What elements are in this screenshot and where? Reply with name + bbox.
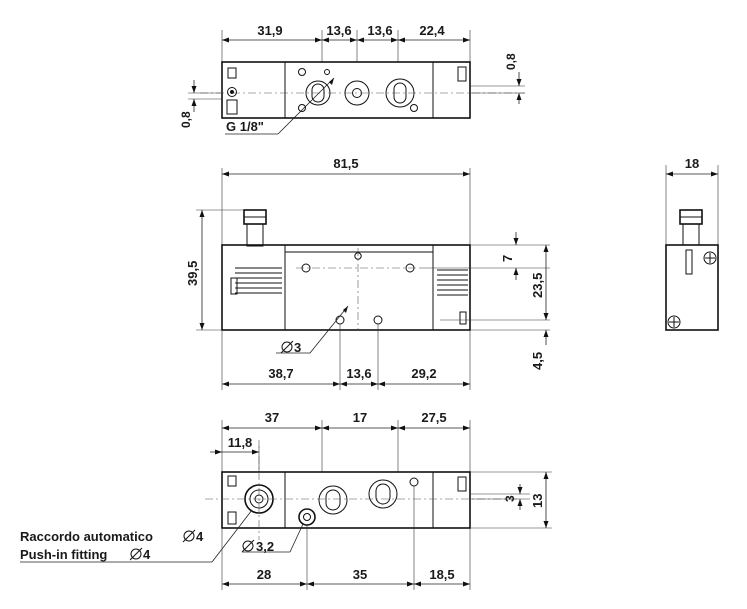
fitting-size-en: 4 (143, 547, 151, 562)
thread-label: G 1/8" (226, 119, 264, 134)
dim-bottom-17: 17 (353, 410, 367, 425)
diameter-icon (183, 530, 195, 542)
dim-front-23-5: 23,5 (530, 273, 545, 298)
top-view: 31,9 13,6 13,6 22,4 G 1/8" (179, 23, 525, 135)
fitting-size-it: 4 (196, 529, 204, 544)
hole-label-front: 3 (294, 340, 301, 355)
dim-bottom-35: 35 (353, 567, 367, 582)
dim-front-height: 39,5 (185, 261, 200, 286)
dim-front-13-6: 13,6 (346, 366, 371, 381)
screw-icon (703, 251, 717, 265)
dim-front-38-7: 38,7 (268, 366, 293, 381)
dim-bottom-13: 13 (530, 494, 545, 508)
dim-front-7: 7 (500, 255, 515, 262)
diameter-icon (130, 548, 142, 560)
bottom-view: 37 17 27,5 11,8 (20, 410, 552, 590)
diameter-icon (242, 540, 254, 552)
fitting-label-en: Push-in fitting (20, 547, 107, 562)
hole-label-bottom: 3,2 (256, 539, 274, 554)
dim-top-3: 13,6 (367, 23, 392, 38)
dim-bottom-28: 28 (257, 567, 271, 582)
dim-bottom-27-5: 27,5 (421, 410, 446, 425)
dim-front-4-5: 4,5 (530, 352, 545, 370)
dim-bottom-18-5: 18,5 (429, 567, 454, 582)
fitting-label-it: Raccordo automatico (20, 529, 153, 544)
dim-top-2: 13,6 (326, 23, 351, 38)
dim-front-width: 81,5 (333, 156, 358, 171)
dim-side-width: 18 (685, 156, 699, 171)
dim-top-offset-right: 0,8 (504, 53, 518, 70)
diameter-icon (281, 341, 293, 353)
dim-bottom-37: 37 (265, 410, 279, 425)
dim-bottom-3: 3 (503, 495, 517, 502)
dim-front-29-2: 29,2 (411, 366, 436, 381)
screw-icon (667, 315, 681, 329)
dim-top-offset-left: 0,8 (179, 111, 193, 128)
dim-bottom-11-8: 11,8 (228, 435, 253, 450)
dim-top-4: 22,4 (419, 23, 445, 38)
dim-top-1: 31,9 (257, 23, 282, 38)
side-view: 18 (665, 156, 719, 331)
front-view: 81,5 (185, 156, 550, 390)
